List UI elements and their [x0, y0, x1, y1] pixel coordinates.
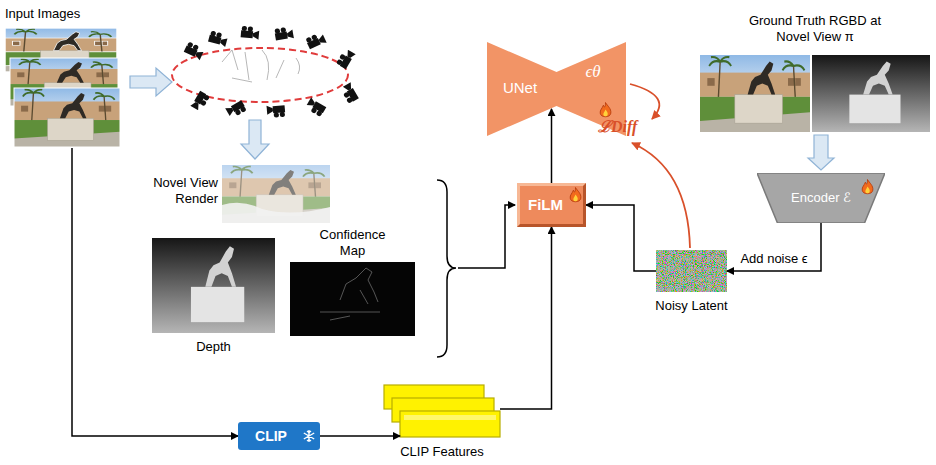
brace [437, 180, 456, 357]
snowflake-icon [302, 429, 316, 443]
flame-inner [865, 186, 869, 193]
connector [586, 205, 656, 271]
loss-arrow [632, 143, 690, 248]
flame-outer [600, 103, 611, 117]
node-label: Confidence Map [310, 227, 395, 259]
node-label: Depth [152, 339, 275, 355]
loss-arrow [630, 84, 659, 119]
edge-label: Add noise ϵ [738, 251, 809, 267]
depth-image [152, 238, 275, 333]
confidence-image [290, 262, 415, 336]
block-arrow [130, 68, 172, 96]
merge-arrow [458, 205, 515, 268]
snowflake-lines [304, 430, 314, 442]
block-arrow [241, 120, 269, 159]
node-label: Input Images [5, 6, 125, 22]
image-node: Depth [152, 238, 275, 333]
camera-ring [172, 26, 360, 120]
flame-inner [573, 194, 577, 201]
encoder-trapezoid: Encoder ℰ [757, 173, 885, 223]
node-label: UNet [495, 79, 545, 97]
image-node: Confidence Map [290, 262, 415, 336]
image-node: Novel View Render [222, 165, 330, 223]
input-photos [5, 28, 120, 147]
node-label: ϵθ [573, 62, 613, 82]
node-label: Encoder ℰ [791, 190, 851, 206]
node-label: Noisy Latent [644, 298, 739, 314]
flame-outer [570, 188, 581, 202]
noisy-latent-image [656, 250, 727, 292]
node-label: CLIP [255, 428, 287, 444]
node-label: Novel View Render [144, 175, 218, 207]
image-group: Input Images [5, 28, 121, 148]
flame-outer [862, 180, 873, 194]
node-label: FiLM [528, 196, 563, 214]
feature-stack: CLIP Features [384, 385, 500, 438]
flame-icon [599, 102, 612, 119]
process-box: FiLM [517, 183, 586, 227]
encoder-box: CLIP [238, 422, 320, 450]
image-node: Ground Truth RGBD at Novel View π [700, 55, 930, 132]
connector [551, 109, 553, 183]
connector [500, 227, 552, 409]
flame-inner [603, 109, 607, 116]
clip-feature-stack [384, 385, 500, 437]
node-label: CLIP Features [384, 444, 500, 460]
image-node: Noisy Latent [656, 250, 727, 292]
node-label: Ground Truth RGBD at Novel View π [740, 13, 890, 45]
trapezoid-outline [757, 173, 885, 223]
novel-view-image [222, 165, 330, 223]
connector [320, 435, 400, 437]
flame-icon [569, 187, 582, 204]
ground-truth-images [700, 55, 930, 132]
loss-label: ℒDiff [598, 117, 637, 136]
connector [727, 223, 821, 271]
block-arrow [808, 135, 834, 170]
flame-icon [861, 179, 874, 196]
connector [72, 148, 238, 436]
